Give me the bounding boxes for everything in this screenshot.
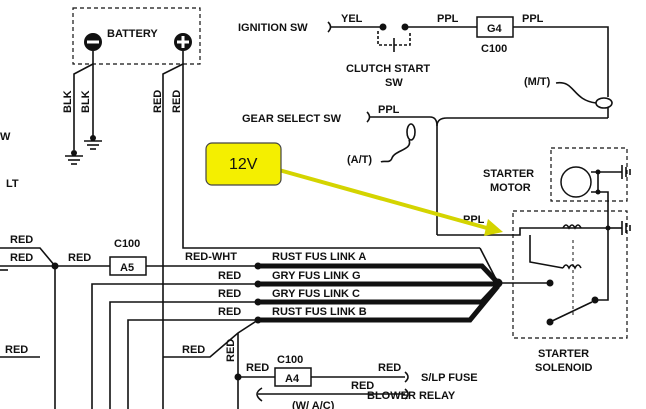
starter-solenoid-box <box>512 210 628 339</box>
battery: BATTERY <box>72 7 201 65</box>
ground-icon <box>71 150 77 156</box>
slp-fuse-label: S/LP FUSE <box>421 372 478 384</box>
wire-label-red-a4-right: RED <box>378 362 401 374</box>
connector-c100-bottom-label: C100 <box>277 354 303 366</box>
wire-label-yel: YEL <box>341 13 363 25</box>
starter-motor-box <box>550 147 628 202</box>
blower-relay-label: BLOWER RELAY <box>367 390 456 402</box>
ignition-switch-label: IGNITION SW <box>238 22 308 34</box>
wire-label-red-c: RED <box>218 288 241 300</box>
fusible-link-b-label: RUST FUS LINK B <box>272 306 367 318</box>
battery-label: BATTERY <box>107 28 158 40</box>
wire-label-blk-2: BLK <box>80 90 92 113</box>
starter-solenoid-label-1: STARTER <box>538 348 589 360</box>
connector-c100-mid-label: C100 <box>114 238 140 250</box>
edge-label-lt: LT <box>6 178 19 190</box>
wire-label-ppl-2: PPL <box>522 13 544 25</box>
starter-motor-label-1: STARTER <box>483 168 534 180</box>
fusible-link-a-label: RUST FUS LINK A <box>272 251 366 263</box>
fusible-link-g-label: GRY FUS LINK G <box>272 270 361 282</box>
wire-label-red-bottom-left: RED <box>5 344 28 356</box>
wire-label-red-batt-1: RED <box>152 90 164 113</box>
connector-a4-label: A4 <box>285 373 300 385</box>
callout-arrow-icon <box>278 168 495 232</box>
wire-label-red-bottom-mid: RED <box>182 344 205 356</box>
voltage-callout: 12V <box>205 142 503 236</box>
connector-g4-label: G4 <box>487 23 503 35</box>
starter-solenoid-label-2: SOLENOID <box>535 362 593 374</box>
edge-label-w: W <box>0 131 11 143</box>
clutch-start-switch-label-1: CLUTCH START <box>346 63 430 75</box>
wire-label-ppl-1: PPL <box>437 13 459 25</box>
note-mt: (M/T) <box>524 76 551 88</box>
wire-label-red-blower: RED <box>351 380 374 392</box>
note-at: (A/T) <box>347 154 372 166</box>
wire-label-red-mid: RED <box>68 252 91 264</box>
junction-dot <box>493 278 503 288</box>
wire-label-red-left-2: RED <box>10 252 33 264</box>
note-w-ac: (W/ A/C) <box>292 400 335 409</box>
wire-label-red-left-1: RED <box>10 234 33 246</box>
connector-c100-top-label: C100 <box>481 43 507 55</box>
wire-label-red-b: RED <box>218 306 241 318</box>
connector-a5-label: A5 <box>120 262 134 274</box>
fusible-link-c-label: GRY FUS LINK C <box>272 288 360 300</box>
wire-label-ppl-gear: PPL <box>378 104 400 116</box>
battery-negative-icon <box>87 40 99 44</box>
starter-motor-label-2: MOTOR <box>490 182 531 194</box>
callout-box <box>205 142 282 186</box>
gear-select-switch-label: GEAR SELECT SW <box>242 113 342 125</box>
wire-label-red-g: RED <box>218 270 241 282</box>
solenoid-coil-icon <box>562 224 582 230</box>
wire-label-red-a4-left: RED <box>246 362 269 374</box>
connector-a5 <box>109 256 147 276</box>
wire-label-blk-1: BLK <box>62 90 74 113</box>
motor-icon <box>560 166 592 198</box>
wire-label-red-batt-2: RED <box>171 90 183 113</box>
wire-label-red-vertical: RED <box>225 339 237 362</box>
clutch-start-switch-label-2: SW <box>385 77 403 89</box>
callout-label: 12V <box>229 156 258 173</box>
wire-label-red-wht: RED-WHT <box>185 251 237 263</box>
